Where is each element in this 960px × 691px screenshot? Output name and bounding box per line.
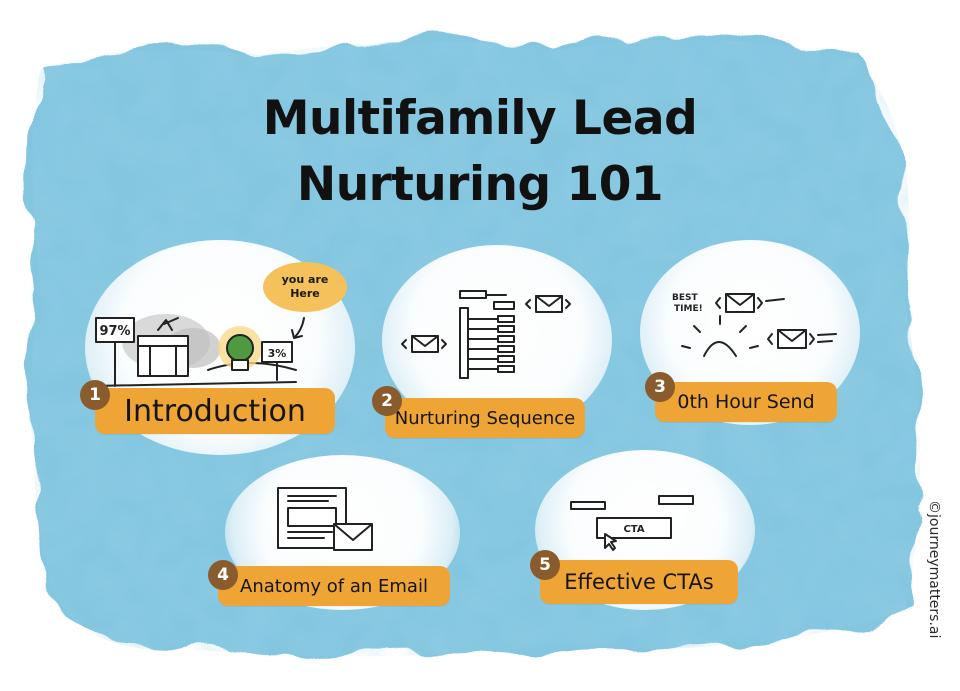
speech-line-2: Here bbox=[290, 287, 320, 300]
step-number-badge: 1 bbox=[80, 380, 110, 410]
step-number-badge: 2 bbox=[372, 386, 402, 416]
step-label-text: Effective CTAs bbox=[564, 570, 714, 594]
arrow-icon bbox=[291, 317, 305, 339]
step-label-text: Anatomy of an Email bbox=[240, 575, 428, 597]
cursor-icon bbox=[604, 533, 617, 551]
left-sign bbox=[95, 317, 135, 343]
you-are-here-bubble: you are Here bbox=[263, 262, 347, 312]
step-number-badge: 3 bbox=[645, 372, 675, 402]
step-label-text: Introduction bbox=[124, 393, 306, 429]
step-label-introduction: Introduction bbox=[95, 388, 335, 434]
step-label-anatomy: Anatomy of an Email bbox=[218, 566, 450, 606]
envelope-icon bbox=[767, 329, 837, 349]
building bbox=[137, 335, 189, 377]
envelope-icon bbox=[715, 293, 785, 313]
best-time-line-2: TIME! bbox=[674, 304, 703, 314]
speech-line-1: you are bbox=[281, 273, 329, 286]
credit-text: ©journeymatters.ai bbox=[926, 500, 942, 639]
cta-illustration: CTA bbox=[570, 495, 694, 551]
credit-watermark: ©journeymatters.ai bbox=[924, 500, 946, 670]
step-number-badge: 4 bbox=[208, 560, 238, 590]
cta-button-sketch bbox=[596, 517, 672, 539]
left-sign-text: 97% bbox=[99, 324, 130, 339]
anatomy-illustration bbox=[277, 487, 373, 551]
step-label-text: Nurturing Sequence bbox=[394, 407, 576, 429]
introduction-illustration: 97% 3% bbox=[91, 314, 305, 387]
step-label-ctas: Effective CTAs bbox=[540, 560, 738, 604]
step-number-badge: 5 bbox=[530, 550, 560, 580]
right-sign-text: 3% bbox=[268, 347, 287, 360]
envelope-icon bbox=[401, 335, 447, 353]
envelope-icon bbox=[333, 523, 373, 551]
sequence-illustration bbox=[401, 290, 571, 379]
tree-icon bbox=[226, 334, 254, 362]
title-line-1: Multifamily Lead bbox=[262, 91, 698, 146]
cta-button-text: CTA bbox=[623, 524, 644, 535]
send-illustration: BEST TIME! bbox=[672, 293, 837, 357]
best-time-line-1: BEST bbox=[672, 293, 698, 303]
sun-icon bbox=[681, 315, 759, 357]
step-label-send: 0th Hour Send bbox=[655, 382, 837, 422]
envelope-icon bbox=[525, 295, 571, 313]
page-title: Multifamily Lead Nurturing 101 bbox=[180, 86, 780, 218]
step-label-nurturing-sequence: Nurturing Sequence bbox=[385, 398, 585, 438]
step-label-text: 0th Hour Send bbox=[677, 391, 815, 413]
title-line-2: Nurturing 101 bbox=[296, 157, 664, 212]
